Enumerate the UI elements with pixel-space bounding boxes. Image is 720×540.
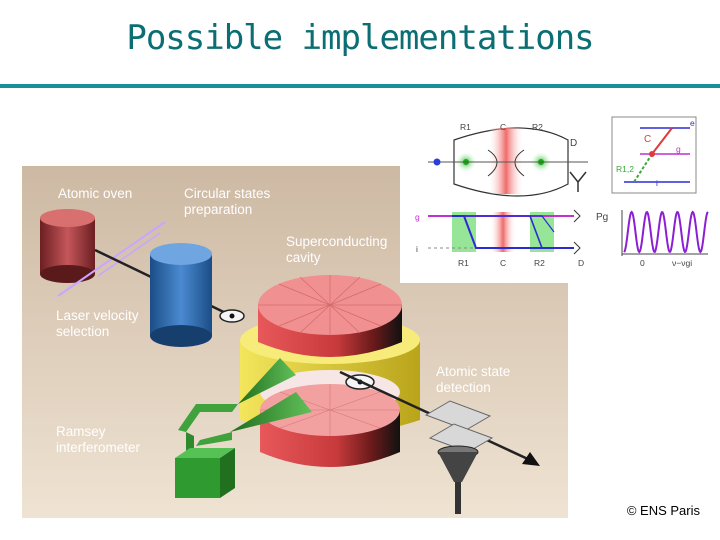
cavity-schematic-bottom (428, 209, 581, 255)
laser-beam-2 (97, 232, 161, 277)
lower-cavity-mirror (260, 384, 400, 467)
slide-title: Possible implementations (126, 18, 594, 58)
level-g: g (676, 144, 681, 154)
atomic-oven-cylinder (40, 209, 95, 283)
circular-states-cylinder (150, 243, 212, 347)
ramsey-zones (175, 358, 312, 498)
fringe-zero: 0 (640, 258, 645, 268)
label-superconducting-cavity: Superconducting cavity (286, 234, 388, 265)
beam-arrowhead (522, 452, 540, 466)
label-laser-velocity: Laser velocity selection (56, 308, 139, 339)
ramsey-fringe-plot (621, 210, 709, 256)
label-ramsey-interferometer: Ramsey interferometer (56, 424, 141, 455)
fringe-ylabel: Pg (596, 212, 609, 223)
level-i: i (656, 178, 658, 188)
schematic-top-d: D (570, 138, 578, 149)
schematic-bottom-r2: R2 (534, 258, 545, 268)
schematic-bottom-d: D (578, 258, 585, 268)
upper-cavity-mirror (258, 275, 402, 357)
schematic-bottom-r1: R1 (458, 258, 469, 268)
level-c: C (644, 134, 652, 145)
schematic-top-r2: R2 (532, 122, 543, 132)
label-atomic-state-detection: Atomic state detection (436, 364, 511, 395)
fringe-xlabel: ν−νgi (672, 258, 693, 268)
level-e: e (690, 118, 695, 128)
copyright-credit: © ENS Paris (626, 503, 700, 518)
schematic-bottom-i: i (416, 244, 418, 254)
schematic-bottom-g: g (415, 212, 420, 222)
cavity-schematic-top (428, 127, 588, 197)
label-circular-states: Circular states preparation (184, 186, 271, 217)
label-atomic-oven: Atomic oven (58, 186, 133, 201)
funnel-detector (437, 445, 479, 514)
schematic-top-r1: R1 (460, 122, 471, 132)
schematic-top-c: C (500, 122, 507, 132)
fringe-curve (623, 210, 709, 254)
title-underline (0, 84, 720, 88)
level-r12: R1,2 (616, 164, 634, 174)
schematic-bottom-c: C (500, 258, 507, 268)
energy-level-diagram (611, 116, 697, 194)
